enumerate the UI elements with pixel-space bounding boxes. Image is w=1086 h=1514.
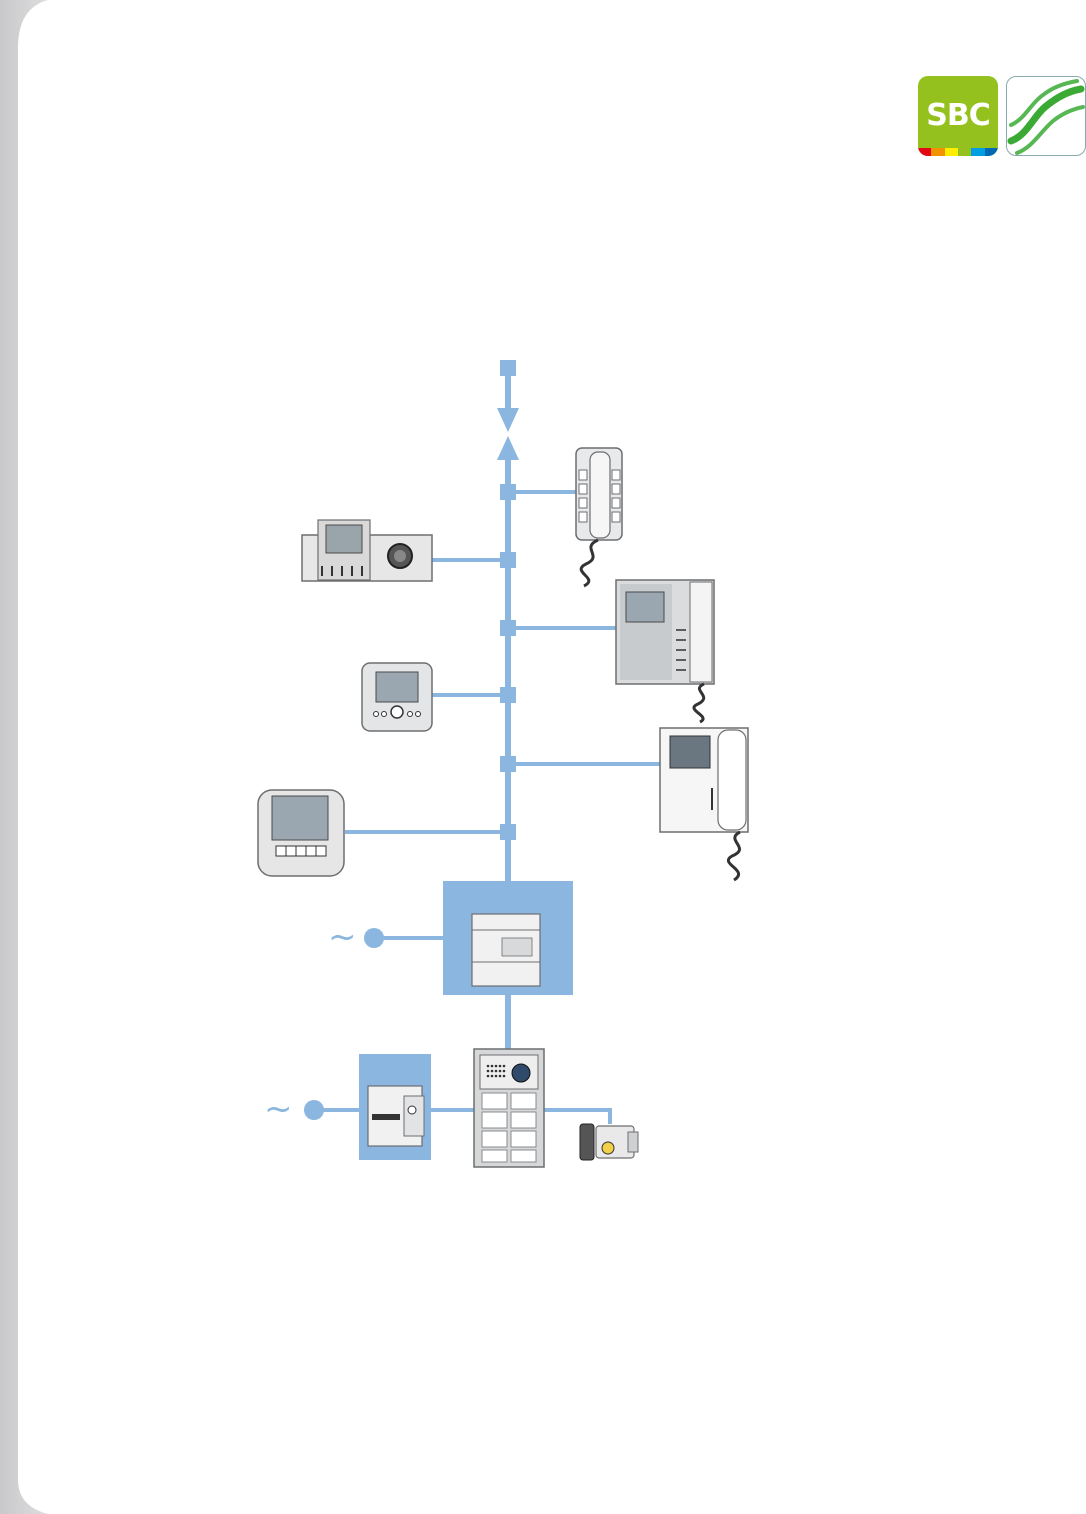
power-supply-icon bbox=[443, 881, 573, 995]
video-handset-icon bbox=[616, 580, 714, 722]
door-lock-icon bbox=[580, 1124, 638, 1160]
door-panel-icon bbox=[474, 1049, 544, 1167]
din-module-icon bbox=[359, 1054, 431, 1160]
bus-arrows bbox=[497, 360, 519, 460]
video-handset-icon bbox=[660, 728, 748, 880]
video-monitor-icon bbox=[362, 663, 432, 731]
mains-terminal-1 bbox=[364, 928, 384, 948]
mains-terminal-2 bbox=[304, 1100, 324, 1120]
intercom-handset-icon bbox=[576, 448, 622, 586]
mains-symbol-1: ~ bbox=[328, 917, 357, 957]
mains-symbol-2: ~ bbox=[264, 1089, 293, 1129]
touch-screen-icon bbox=[258, 790, 344, 876]
video-console-icon bbox=[302, 520, 432, 581]
panel-link-right bbox=[540, 1110, 610, 1124]
